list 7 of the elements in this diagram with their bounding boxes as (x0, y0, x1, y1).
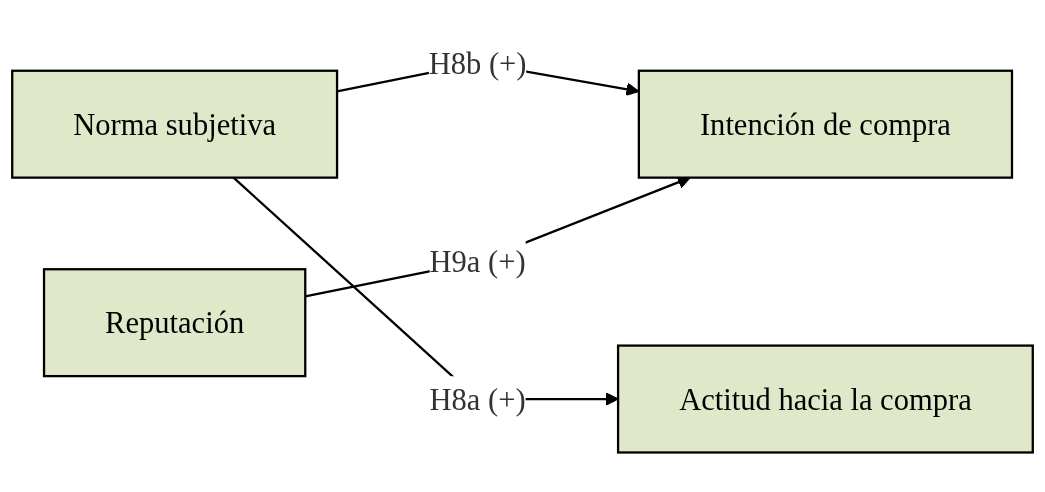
node-box: Reputación (42, 267, 307, 377)
node-box: Norma subjetiva (11, 69, 339, 179)
edge-label: H8b (+) (428, 45, 527, 80)
node-box: Actitud hacia la compra (616, 344, 1034, 454)
edge-label: H8a (+) (429, 381, 526, 416)
node-box: Intención de compra (637, 69, 1014, 179)
edge-label: H9a (+) (429, 244, 526, 279)
